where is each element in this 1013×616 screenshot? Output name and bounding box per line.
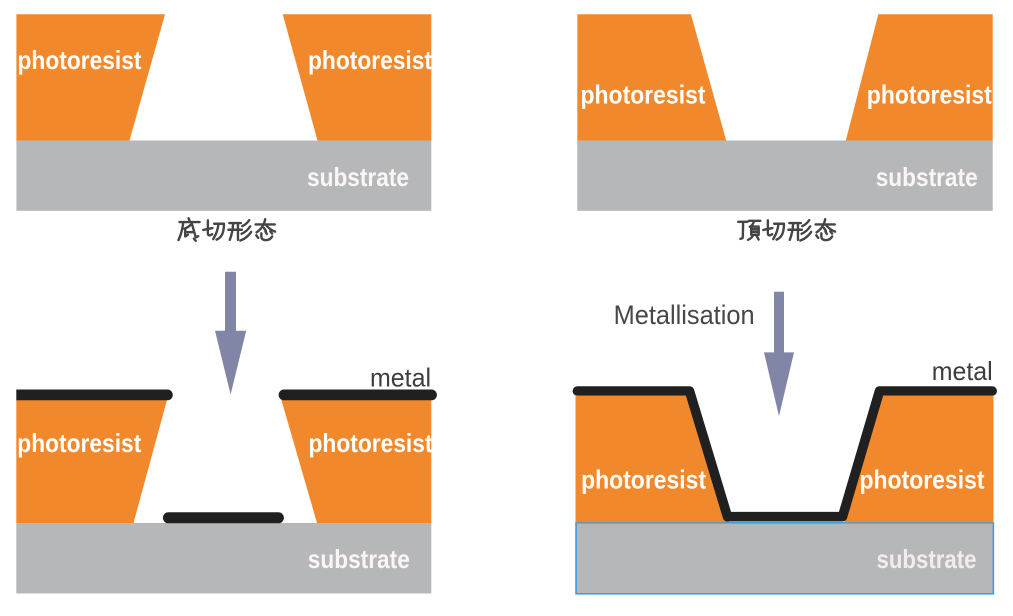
svg-text:substrate: substrate bbox=[877, 544, 977, 574]
svg-text:photoresist: photoresist bbox=[18, 45, 142, 75]
svg-text:Metallisation: Metallisation bbox=[614, 300, 755, 330]
svg-text:substrate: substrate bbox=[308, 544, 410, 574]
svg-text:photoresist: photoresist bbox=[581, 465, 706, 495]
svg-text:photoresist: photoresist bbox=[860, 465, 985, 495]
svg-text:photoresist: photoresist bbox=[581, 79, 706, 109]
svg-text:photoresist: photoresist bbox=[867, 79, 992, 109]
svg-text:substrate: substrate bbox=[307, 162, 409, 192]
svg-text:photoresist: photoresist bbox=[308, 45, 432, 75]
svg-text:substrate: substrate bbox=[876, 162, 978, 192]
svg-text:metal: metal bbox=[932, 356, 993, 386]
svg-text:photoresist: photoresist bbox=[309, 428, 433, 458]
svg-text:metal: metal bbox=[370, 363, 431, 393]
svg-text:photoresist: photoresist bbox=[17, 428, 141, 458]
